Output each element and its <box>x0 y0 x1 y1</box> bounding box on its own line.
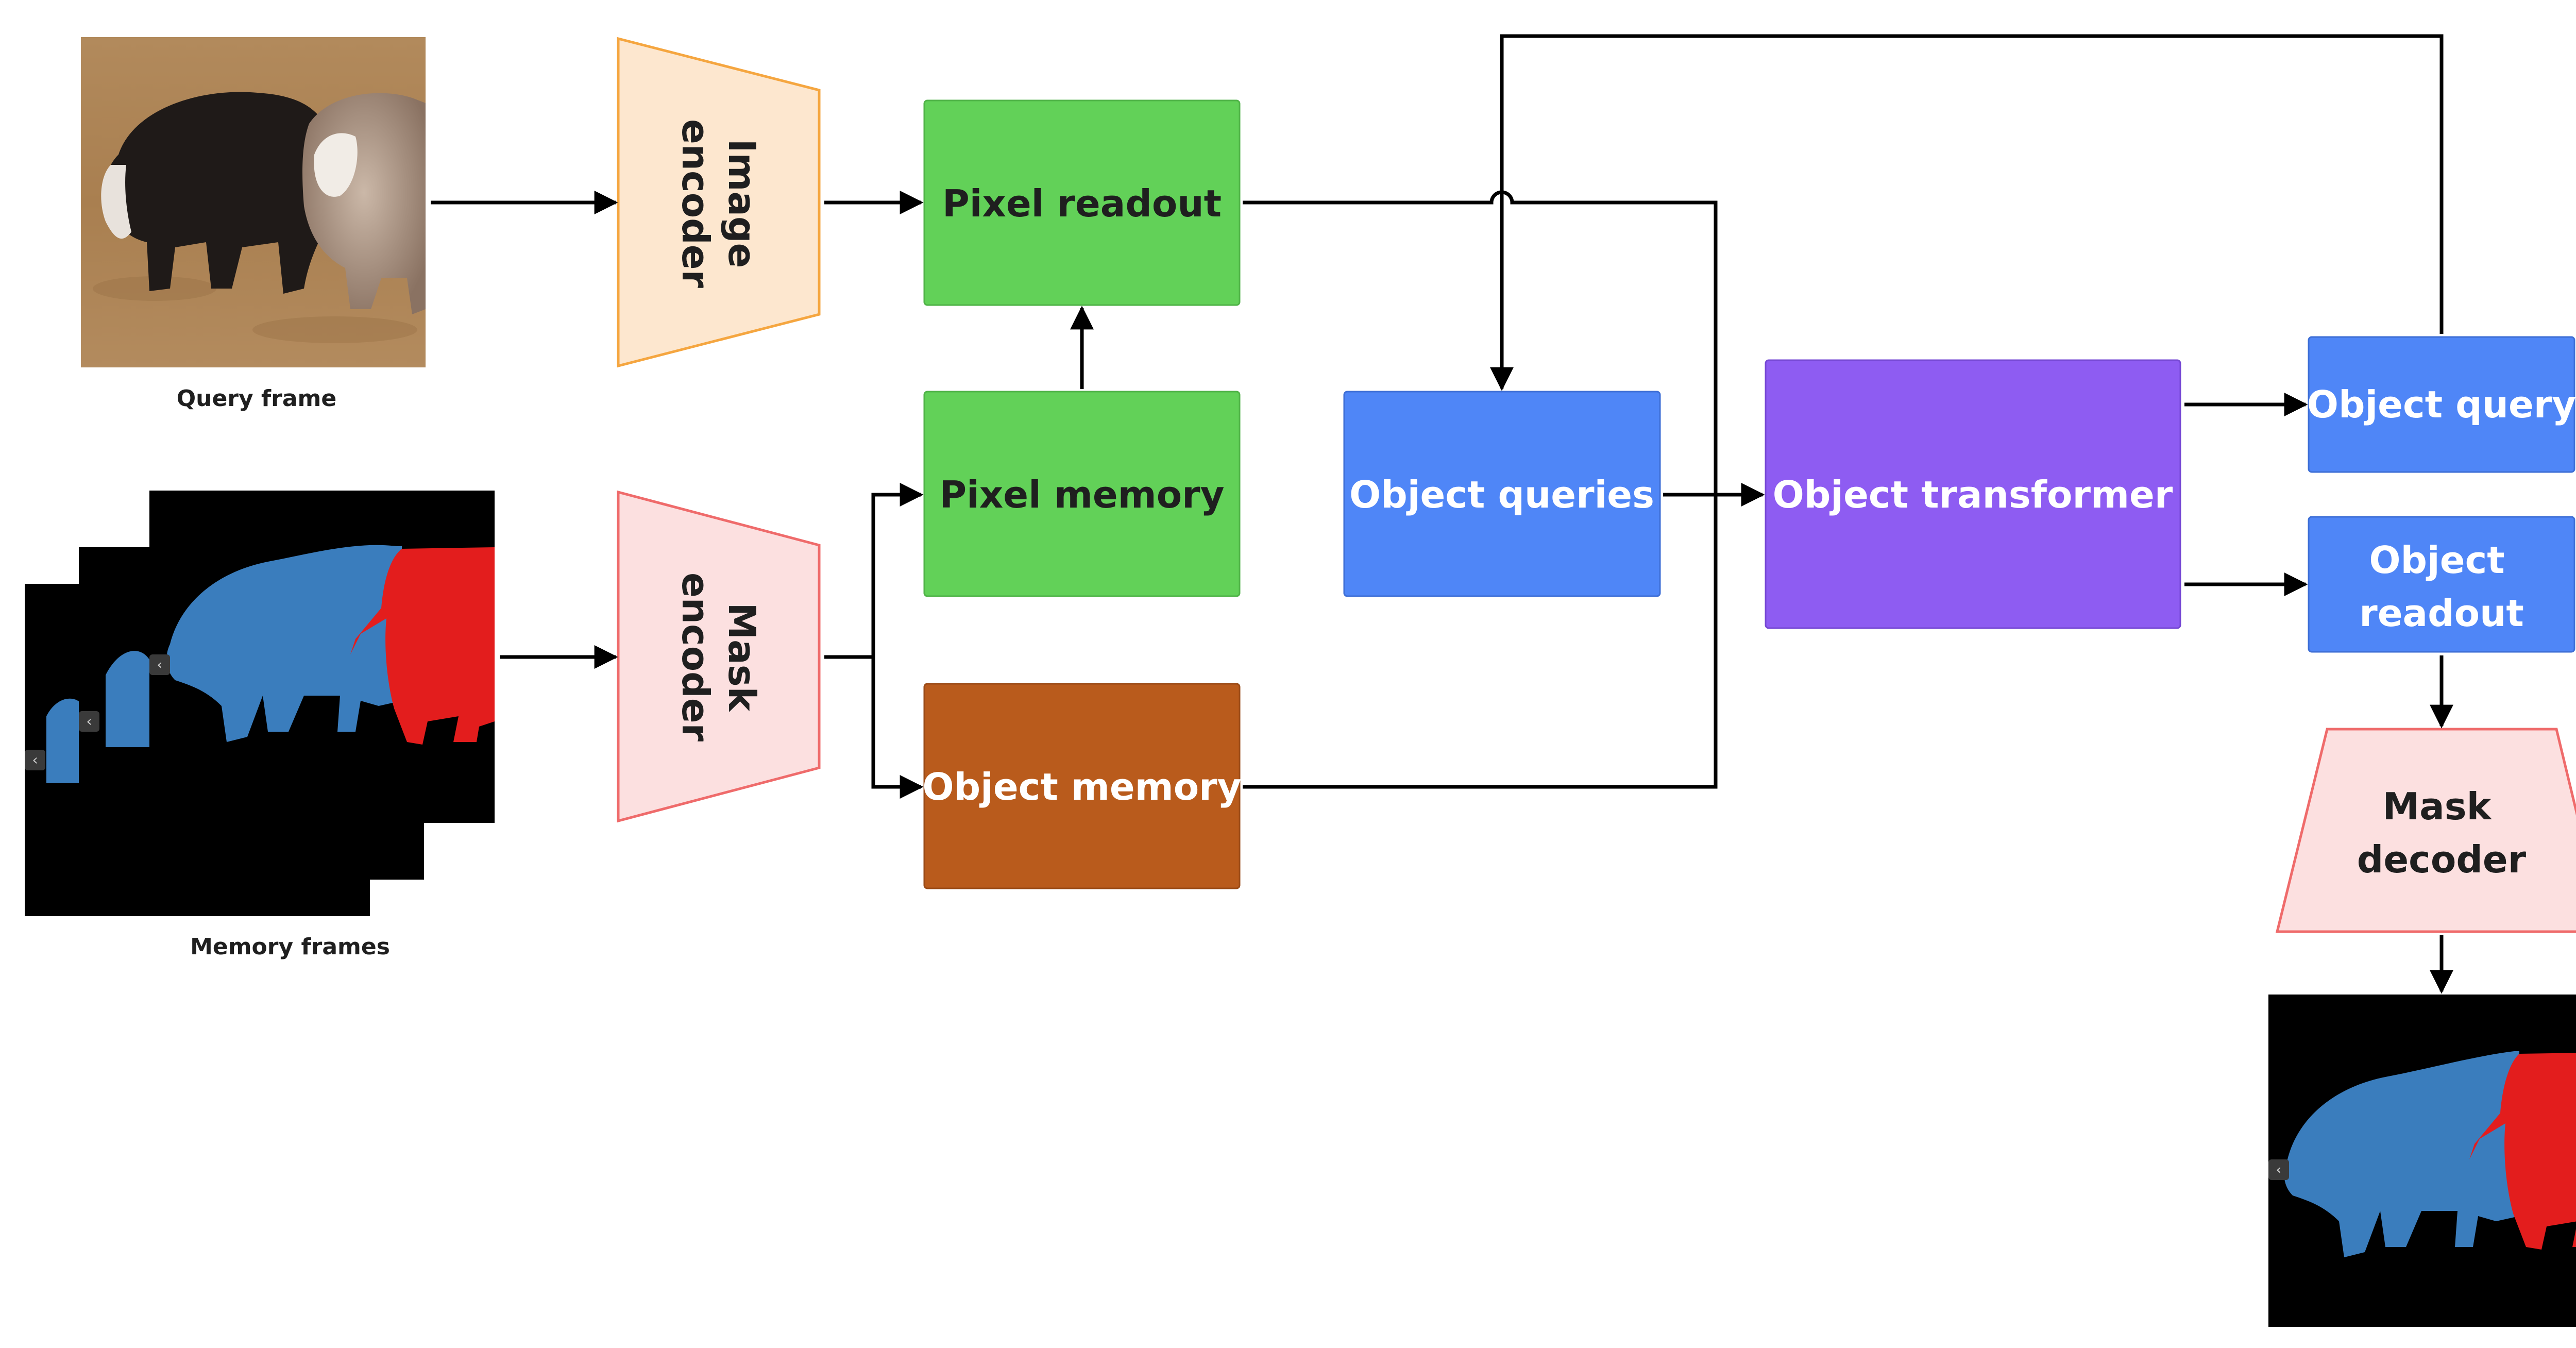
object-readout-label-line2: readout <box>2359 592 2524 635</box>
mask-encoder-label-line1: Mask <box>720 603 764 713</box>
svg-text:‹: ‹ <box>86 713 92 730</box>
svg-text:‹: ‹ <box>2276 1161 2281 1178</box>
object-query-block: Object query <box>2307 336 2576 473</box>
arrow-mask-encoder-to-pixel-memory <box>871 483 924 657</box>
object-readout-block: Object readout <box>2308 516 2575 653</box>
pixel-readout-block: Pixel readout <box>923 99 1241 306</box>
mask-decoder-label-line2: decoder <box>2357 838 2527 881</box>
query-frame-image <box>81 37 426 367</box>
image-encoder-block: Image encoder <box>617 37 821 368</box>
pixel-readout-label: Pixel readout <box>942 182 1222 225</box>
image-encoder-label-line1: Image <box>720 139 764 268</box>
object-readout-label-line1: Object <box>2369 538 2504 582</box>
output-mask-image: ‹ <box>2268 995 2576 1327</box>
memory-frames-caption: Memory frames <box>190 934 390 960</box>
object-memory-block: Object memory <box>922 683 1242 889</box>
object-queries-label: Object queries <box>1349 473 1654 516</box>
arrow-object-memory-to-transformer <box>1243 495 1718 789</box>
mask-encoder-block: Mask encoder <box>617 490 821 823</box>
mask-decoder-block: Mask decoder <box>2275 728 2576 933</box>
arrow-mask-encoder-to-object-memory <box>871 657 924 799</box>
pixel-memory-block: Pixel memory <box>923 391 1241 597</box>
object-memory-label: Object memory <box>922 765 1241 808</box>
image-encoder-label-line2: encoder <box>674 119 717 289</box>
arrow-object-query-feedback <box>1490 34 2444 391</box>
memory-frames-stack: ‹ ‹ ‹ <box>25 491 495 916</box>
object-queries-block: Object queries <box>1343 391 1661 597</box>
svg-text:‹: ‹ <box>32 751 38 768</box>
pixel-memory-label: Pixel memory <box>939 473 1224 516</box>
mask-encoder-label-line2: encoder <box>674 572 717 742</box>
object-transformer-label: Object transformer <box>1773 473 2173 516</box>
svg-text:‹: ‹ <box>157 656 162 673</box>
mask-decoder-label-line1: Mask <box>2383 785 2493 828</box>
object-transformer-block: Object transformer <box>1765 359 2181 629</box>
query-frame-caption: Query frame <box>177 385 337 412</box>
object-query-label: Object query <box>2307 383 2576 426</box>
connectors <box>431 34 2453 994</box>
